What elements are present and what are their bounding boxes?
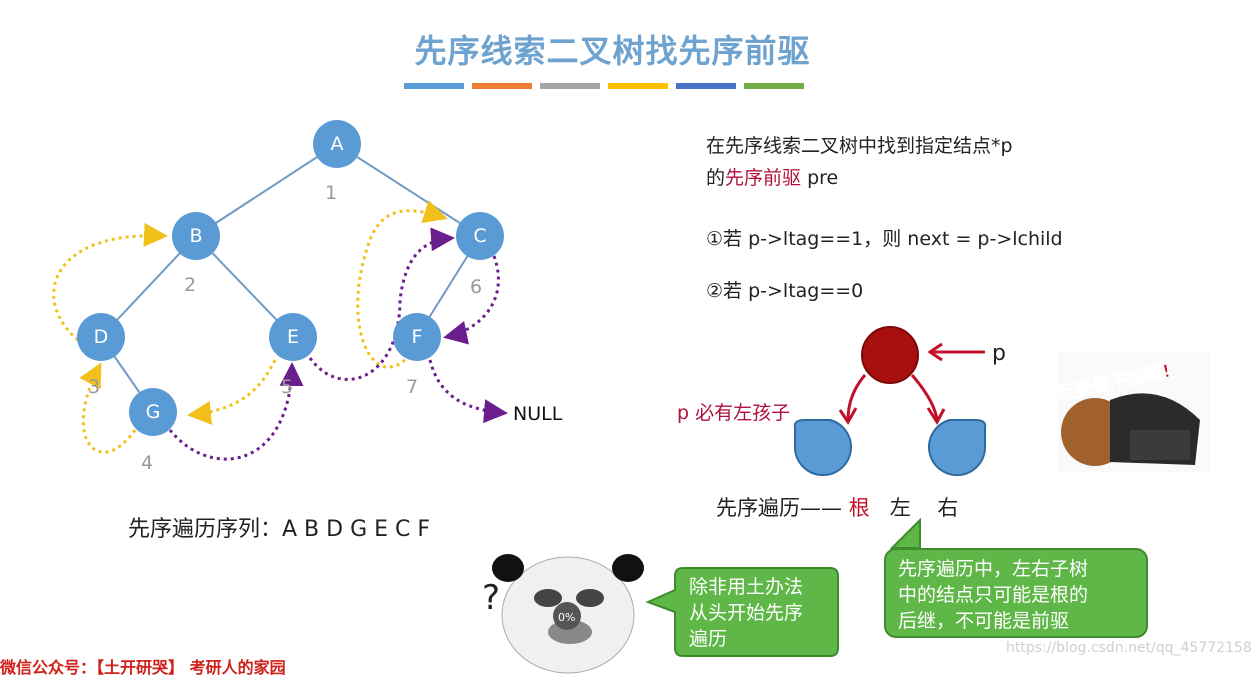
node-b [172, 212, 220, 260]
thread-g-to-d [79, 362, 137, 454]
watermark: https://blog.csdn.net/qq_45772158 [1006, 640, 1252, 656]
page-title: 先序线索二叉树找先序前驱 [414, 32, 811, 70]
thread-f-to-null [428, 359, 508, 424]
line2-suffix: pre [801, 167, 839, 189]
title-bar-2 [472, 83, 532, 89]
description-line1: 在先序线索二叉树中找到指定结点*p [706, 135, 1013, 157]
order-num-d: 3 [88, 376, 100, 398]
node-c [456, 212, 504, 260]
panda-bubble-shape [645, 567, 839, 657]
title-bar-1 [404, 83, 464, 89]
node-f [393, 313, 441, 361]
null-label: NULL [513, 403, 563, 425]
thread-e-to-c [308, 227, 455, 381]
order-num-a: 1 [325, 182, 337, 204]
line2-prefix: 的 [706, 167, 726, 189]
panda-bubble-content: 除非用土办法 从头开始先序 遍历 [689, 576, 804, 650]
node-c-label: C [473, 225, 486, 247]
node-g [129, 388, 177, 436]
tree-nodes: A B C D E F G [77, 120, 504, 436]
traversal-rest: 左 右 [869, 496, 959, 520]
loading-icon [553, 602, 581, 630]
title-bar-3 [540, 83, 600, 89]
panda-bubble-text: 除非用土办法 从头开始先序 遍历 [683, 572, 833, 654]
thread-g-to-e [168, 362, 304, 461]
meme-image: 臣妾做不到啊! [1054, 352, 1210, 472]
rule-2: ②若 p->ltag==0 [706, 280, 864, 302]
right-child-node [928, 419, 987, 477]
loading-percent: 0% [558, 611, 576, 624]
node-f-label: F [412, 326, 423, 348]
small-diagram [793, 326, 987, 477]
node-b-label: B [189, 225, 202, 247]
description-line2: 的先序前驱 pre [706, 163, 838, 190]
title-bar-6 [744, 83, 804, 89]
order-num-e: 5 [281, 376, 293, 398]
thread-d-to-b [52, 222, 168, 342]
node-d-label: D [94, 326, 109, 348]
edge-a-c [336, 143, 481, 237]
order-numbers: 1 2 6 3 5 7 4 [88, 182, 482, 474]
p-pointer-label: p [992, 341, 1006, 366]
note-bubble-tail [889, 517, 921, 549]
order-num-c: 6 [470, 276, 482, 298]
yellow-threads [52, 200, 448, 454]
panda-meme [492, 548, 644, 674]
traversal-prefix: 先序遍历—— [716, 496, 849, 520]
line2-highlight: 先序前驱 [725, 167, 802, 189]
title-color-bars [404, 83, 804, 89]
node-g-label: G [146, 401, 161, 423]
bottom-banner-text: 微信公众号：【土开研哭】 考研人的家园 [0, 658, 286, 677]
arrow-root-left [846, 374, 867, 421]
rule-1: ①若 p->ltag==1，则 next = p->lchild [706, 228, 1063, 250]
edge-a-b [195, 143, 338, 237]
thread-e-to-g [187, 359, 277, 425]
left-child-node [793, 419, 852, 477]
note-bubble: 先序遍历中，左右子树 中的结点只可能是根的 后继，不可能是前驱 [884, 548, 1148, 638]
order-num-b: 2 [184, 274, 196, 296]
title-bar-4 [608, 83, 668, 89]
node-d [77, 313, 125, 361]
left-child-label: p 必有左孩子 [677, 402, 791, 424]
node-a-label: A [331, 133, 344, 155]
arrow-root-right [910, 374, 939, 421]
node-e-label: E [287, 326, 299, 348]
traversal-root: 根 [848, 496, 870, 520]
thread-c-to-f [443, 255, 500, 345]
node-e [269, 313, 317, 361]
tree-diagram: A B C D E F G 1 2 6 3 5 7 4 NULL [52, 120, 1210, 674]
preorder-sequence: 先序遍历序列：A B D G E C F [128, 517, 431, 542]
question-mark: ? [482, 578, 501, 618]
order-num-f: 7 [406, 376, 418, 398]
thread-f-to-e [356, 200, 448, 369]
order-num-g: 4 [141, 452, 153, 474]
purple-threads [168, 227, 508, 461]
traversal-order: 先序遍历—— 根 左 右 [716, 492, 958, 522]
tree-edges [100, 143, 481, 413]
note-bubble-content: 先序遍历中，左右子树 中的结点只可能是根的 后继，不可能是前驱 [898, 558, 1089, 632]
root-p-node [861, 326, 919, 384]
node-a [313, 120, 361, 168]
title-bar-5 [676, 83, 736, 89]
